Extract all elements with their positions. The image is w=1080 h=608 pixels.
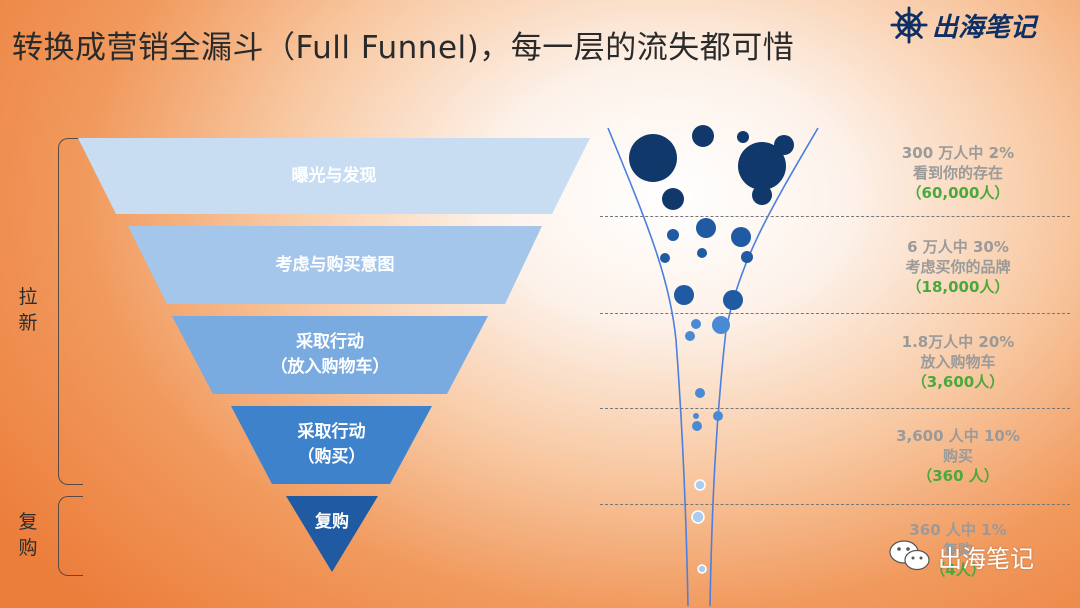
bubble: [712, 316, 730, 334]
bubble: [697, 248, 707, 258]
bubble: [660, 253, 670, 263]
bracket-acquisition: [58, 138, 83, 485]
bubble: [674, 285, 694, 305]
bubble: [667, 229, 679, 241]
wechat-icon: [889, 540, 930, 571]
tier-add-to-cart: [172, 316, 488, 394]
watermark-text: 出海笔记: [938, 544, 1034, 573]
bubble: [737, 131, 749, 143]
page-title: 转换成营销全漏斗（Full Funnel)，每一层的流失都可惜: [12, 30, 795, 66]
brand-logo: 出海笔记: [890, 6, 1072, 44]
bubble: [752, 185, 772, 205]
tier-consideration: [128, 226, 542, 304]
funnel-left-curve: [607, 127, 689, 607]
stage-info-purchase: 3,600 人中 10% 购买 （360 人）: [896, 427, 1020, 485]
stage-divider: [600, 504, 1070, 505]
bubble: [731, 227, 751, 247]
label-repurchase: 复 购: [18, 511, 38, 559]
bubble: [691, 319, 701, 329]
stage-info-add-to-cart: 1.8万人中 20% 放入购物车 （3,600人）: [901, 333, 1015, 391]
bubble: [695, 388, 705, 398]
bubble: [738, 142, 786, 190]
stage-info-consideration: 6 万人中 30% 考虑买你的品牌 （18,000人）: [905, 238, 1011, 296]
tier-exposure: [78, 138, 590, 214]
tier-label-consideration: 考虑与购买意图: [275, 254, 395, 275]
bubble: [662, 188, 684, 210]
label-acquisition: 拉 新: [18, 286, 38, 334]
stage-info-exposure: 300 万人中 2% 看到你的存在 （60,000人）: [901, 144, 1015, 202]
stage-divider: [600, 313, 1070, 314]
bubble: [685, 331, 695, 341]
bubble: [713, 411, 723, 421]
bubble: [692, 125, 714, 147]
watermark: 出海笔记: [888, 536, 1068, 576]
bubble-group: [629, 125, 794, 574]
bubble: [741, 251, 753, 263]
bubble: [723, 290, 743, 310]
tier-label-repurchase: 复购: [315, 511, 349, 532]
bubble: [692, 421, 702, 431]
bubble: [696, 218, 716, 238]
stage-divider: [600, 408, 1070, 409]
tier-label-exposure: 曝光与发现: [291, 165, 377, 186]
helm-icon: [890, 6, 928, 44]
tier-purchase: [231, 406, 432, 484]
bubble: [629, 134, 677, 182]
bubble: [697, 564, 707, 574]
bubble: [693, 413, 699, 419]
bracket-repurchase: [58, 496, 83, 576]
tier-label-purchase: 采取行动 （购买）: [297, 422, 366, 467]
bubble: [694, 479, 706, 491]
stage-divider: [600, 216, 1070, 217]
tier-repurchase: [286, 496, 378, 572]
logo-text: 出海笔记: [932, 12, 1037, 43]
bubble: [691, 510, 705, 524]
stage-info-repurchase: 360 人中 1% 复购 （4人）: [909, 521, 1007, 579]
tier-label-add-to-cart: 采取行动 （放入购物车）: [270, 332, 390, 377]
